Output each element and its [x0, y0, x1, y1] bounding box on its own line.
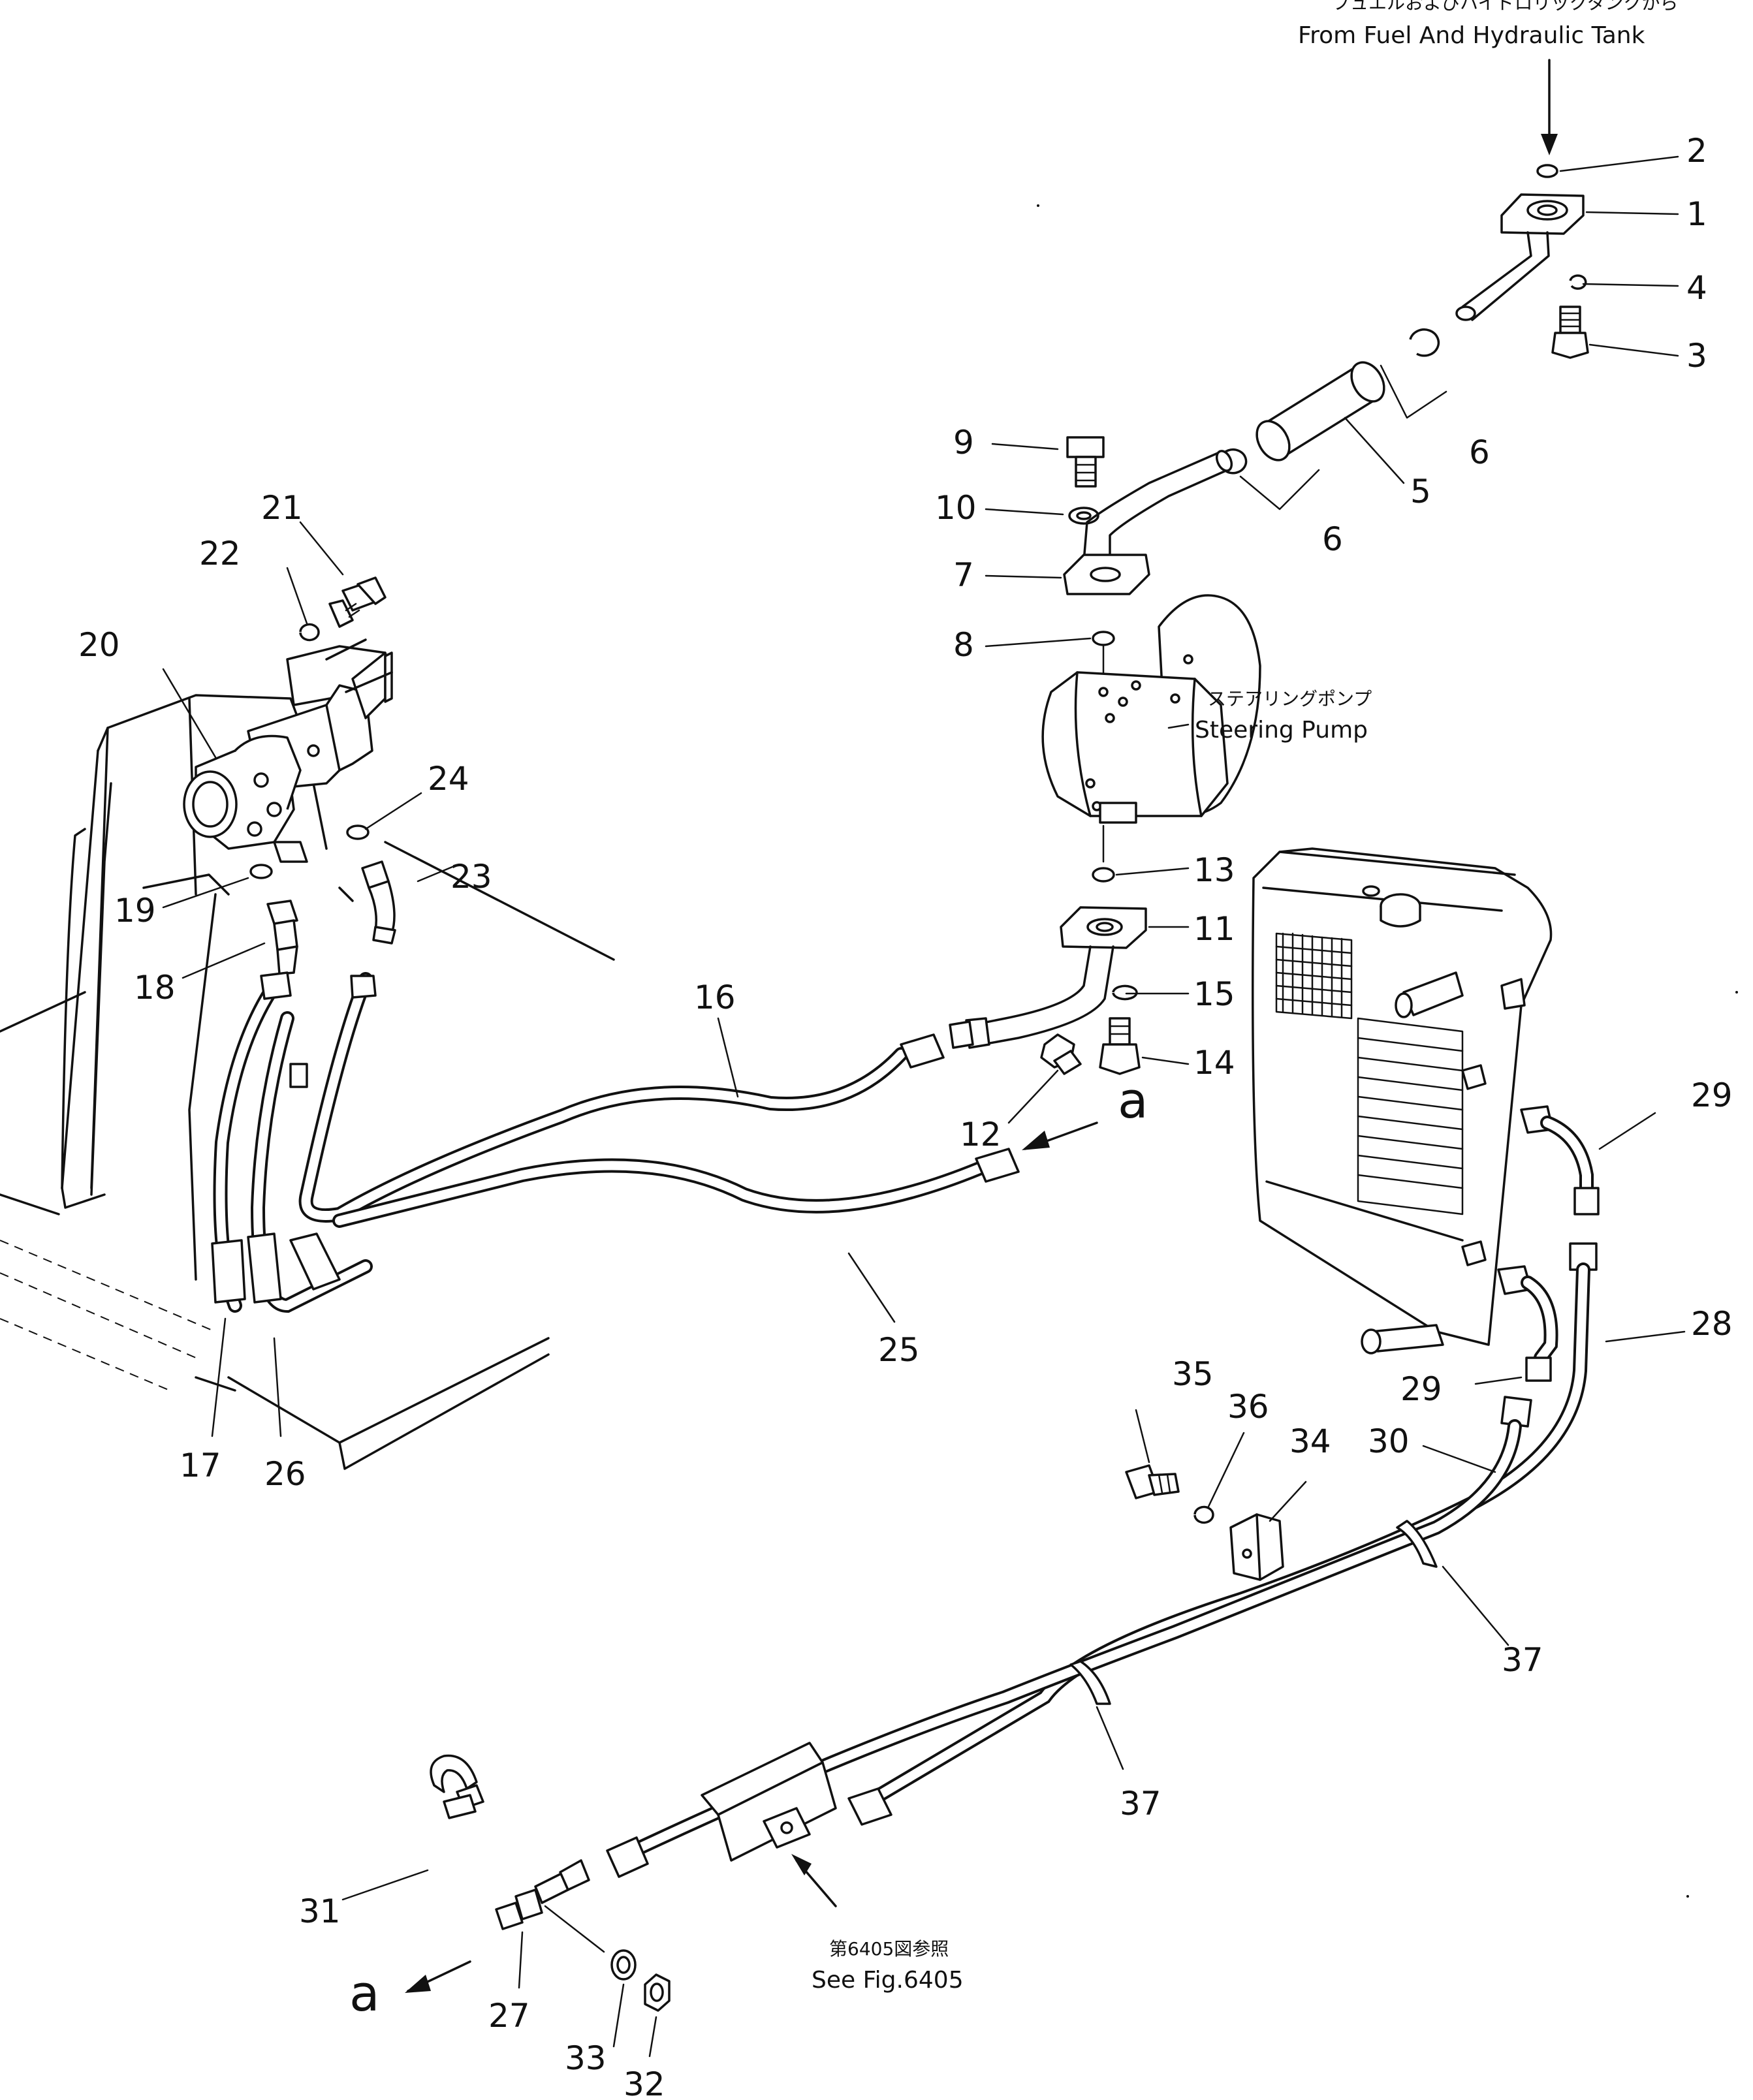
bolt-35	[1125, 1464, 1180, 1499]
elbow-29a	[1520, 1105, 1600, 1215]
hose-5	[1256, 361, 1385, 462]
callout-21: 21	[261, 489, 303, 527]
pump-inlet-group	[949, 824, 1147, 1075]
callout-33: 33	[565, 2039, 607, 2077]
hose-clamp-6a	[1409, 328, 1440, 357]
callout-18: 18	[134, 969, 176, 1007]
callout-17: 17	[180, 1447, 221, 1484]
callout-24: 24	[428, 760, 469, 798]
bracket-34	[1229, 1513, 1284, 1581]
union-31	[430, 1754, 484, 1819]
washer-4	[1569, 274, 1587, 290]
callout-16: 16	[694, 979, 736, 1016]
washer-36	[1193, 1505, 1214, 1524]
nut-32	[644, 1973, 671, 2012]
ref-a-top-label: a	[1118, 1071, 1148, 1129]
callout-6b: 6	[1322, 520, 1343, 558]
o-ring-8	[1092, 631, 1115, 646]
callout-28: 28	[1691, 1305, 1733, 1343]
support-bracket	[701, 1742, 837, 1862]
hose-25	[332, 1148, 1020, 1228]
callout-4: 4	[1686, 269, 1707, 307]
callout-numbers: 2 1 4 3 6 5 6 9 10 7 8 13 11 15 14 12 16…	[78, 132, 1733, 2100]
hose-17	[211, 971, 292, 1313]
o-ring-19	[249, 864, 273, 879]
inlet-pipe-group	[1220, 164, 1589, 510]
steering-pump	[1041, 594, 1261, 824]
callout-9: 9	[953, 424, 974, 462]
tank-note-jp: フュエルおよびハイドロリックタンクから	[1332, 0, 1678, 14]
o-ring-13	[1092, 867, 1115, 883]
callout-34: 34	[1289, 1422, 1331, 1460]
valve-20	[183, 645, 393, 863]
callout-12: 12	[960, 1116, 1002, 1153]
callout-13: 13	[1193, 851, 1235, 889]
fitting-27	[495, 1859, 590, 1930]
callout-23: 23	[450, 858, 492, 896]
o-ring-24	[346, 824, 370, 840]
callout-11: 11	[1193, 910, 1235, 948]
right-radiator	[1252, 847, 1553, 1355]
callout-2: 2	[1686, 132, 1707, 170]
washer-15	[1112, 984, 1138, 1001]
tank-note-en: From Fuel And Hydraulic Tank	[1298, 22, 1645, 49]
callout-6a: 6	[1469, 433, 1490, 471]
callout-5: 5	[1410, 473, 1431, 510]
pump-label-jp: ステアリングポンプ	[1208, 688, 1372, 710]
elbow-29b	[1497, 1265, 1558, 1382]
callout-14: 14	[1193, 1044, 1235, 1082]
tank-note: フュエルおよびハイドロリックタンクから From Fuel And Hydrau…	[1298, 0, 1678, 155]
ref-arrow-a-top: a	[1022, 1071, 1148, 1150]
pump-outlet-group	[1063, 436, 1233, 687]
left-radiator-assembly	[0, 576, 615, 1470]
callout-19: 19	[114, 892, 156, 930]
elbow-23	[361, 860, 396, 945]
callout-35: 35	[1172, 1355, 1214, 1393]
clamp-37a	[1396, 1520, 1438, 1568]
clamp-37b	[1069, 1660, 1111, 1705]
leader-lines	[162, 155, 1686, 2058]
callout-26: 26	[264, 1455, 306, 1493]
fitting-18	[266, 900, 298, 975]
callout-3: 3	[1686, 337, 1707, 375]
hose-30	[606, 1396, 1532, 1878]
bolt-14	[1099, 1017, 1141, 1075]
callout-37a: 37	[1502, 1641, 1543, 1679]
plug-12	[1040, 1033, 1082, 1075]
callout-10: 10	[935, 489, 977, 527]
callout-22: 22	[199, 535, 241, 572]
ref-a-bottom-label: a	[349, 1964, 380, 2022]
callout-1: 1	[1686, 195, 1707, 233]
hose-26	[247, 1011, 373, 1313]
bolt-21	[328, 576, 387, 628]
callout-30: 30	[1368, 1422, 1410, 1460]
callout-37b: 37	[1120, 1785, 1161, 1823]
o-ring-2	[1536, 164, 1558, 178]
callout-20: 20	[78, 626, 120, 664]
callout-29a: 29	[1691, 1076, 1733, 1114]
callout-27: 27	[488, 1997, 530, 2035]
pump-label-en: Steering Pump	[1195, 717, 1368, 744]
callout-25: 25	[878, 1331, 920, 1369]
bolt-3	[1551, 306, 1589, 359]
see-fig-en: See Fig.6405	[812, 1967, 964, 1994]
callout-36: 36	[1227, 1388, 1269, 1426]
callout-8: 8	[953, 626, 974, 664]
callout-7: 7	[953, 556, 974, 594]
washer-22	[299, 623, 320, 642]
callout-32: 32	[624, 2065, 665, 2100]
bolt-9	[1066, 436, 1105, 488]
ref-arrow-a-bottom: a	[349, 1960, 471, 2022]
callout-31: 31	[299, 1892, 341, 1930]
hose-16	[298, 972, 945, 1223]
callout-29b: 29	[1400, 1370, 1442, 1408]
callout-15: 15	[1193, 975, 1235, 1013]
see-fig-jp: 第6405図参照	[829, 1938, 949, 1960]
